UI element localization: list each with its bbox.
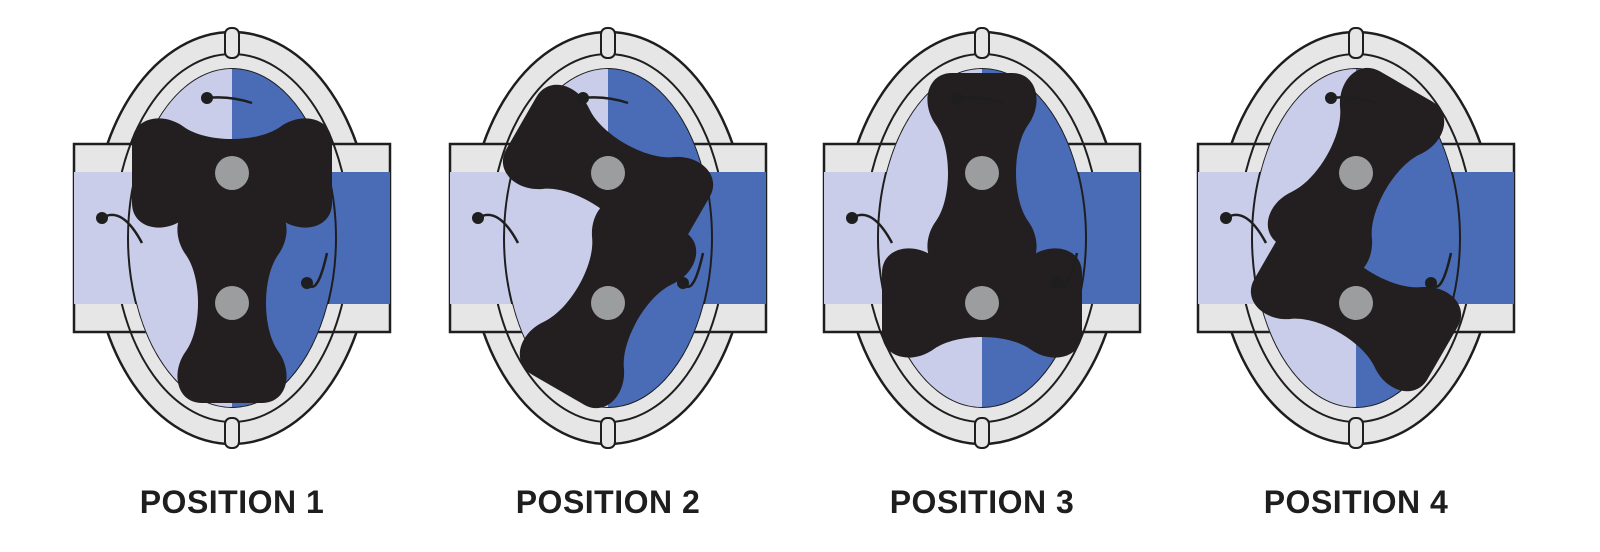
flow-arrow-tail-icon <box>846 212 858 224</box>
shaft-icon <box>215 156 249 190</box>
flow-arrows <box>96 92 329 289</box>
position-1-label: POSITION 1 <box>139 484 325 520</box>
housing-slot-bottom <box>1348 417 1364 449</box>
upper-rotor-lobe <box>927 73 1037 273</box>
chamber-outline <box>877 68 1087 408</box>
shaft-icon <box>591 156 625 190</box>
pump-diagram-position-3 <box>822 27 1142 449</box>
pump-diagram-position-2 <box>448 27 768 449</box>
position-2-label: POSITION 2 <box>515 484 701 520</box>
housing-slot-bottom <box>600 417 616 449</box>
housing-slot-bottom <box>974 417 990 449</box>
position-4-label: POSITION 4 <box>1263 484 1449 520</box>
housing-slot-top <box>224 27 240 59</box>
shaft-icon <box>215 286 249 320</box>
flow-arrow-tail-icon <box>1220 212 1232 224</box>
flow-arrow-tail-icon <box>1325 92 1337 104</box>
chamber-outline <box>127 68 337 408</box>
shaft-icon <box>965 156 999 190</box>
shaft-icon <box>965 286 999 320</box>
flow-arrows <box>472 92 705 289</box>
housing-slot-top <box>1348 27 1364 59</box>
chamber-outline <box>1251 68 1461 408</box>
flow-arrow-tail-icon <box>1425 277 1437 289</box>
chamber-outline <box>503 68 713 408</box>
flow-arrows <box>1220 92 1453 289</box>
shaft-icon <box>1339 156 1373 190</box>
flow-arrow-tail-icon <box>1051 277 1063 289</box>
flow-arrow-tail-icon <box>201 92 213 104</box>
shaft-icon <box>1339 286 1373 320</box>
flow-arrow-tail-icon <box>951 92 963 104</box>
flow-arrow-tail-icon <box>677 277 689 289</box>
housing-slot-top <box>974 27 990 59</box>
position-3-label: POSITION 3 <box>889 484 1075 520</box>
shaft-icon <box>591 286 625 320</box>
housing-slot-top <box>600 27 616 59</box>
lower-rotor-lobe <box>882 248 1082 358</box>
lower-rotor-lobe <box>519 197 697 409</box>
housing-slot-bottom <box>224 417 240 449</box>
flow-arrow-tail-icon <box>472 212 484 224</box>
pump-diagram-position-4 <box>1196 27 1516 449</box>
upper-rotor-lobe <box>132 118 332 228</box>
flow-arrow-tail-icon <box>96 212 108 224</box>
lower-rotor-lobe <box>177 203 287 403</box>
lower-rotor-lobe <box>1250 214 1462 392</box>
flow-arrows <box>846 92 1079 289</box>
flow-arrow-tail-icon <box>577 92 589 104</box>
pump-diagram-position-1 <box>72 27 392 449</box>
upper-rotor-lobe <box>502 84 714 262</box>
flow-arrow-tail-icon <box>301 277 313 289</box>
